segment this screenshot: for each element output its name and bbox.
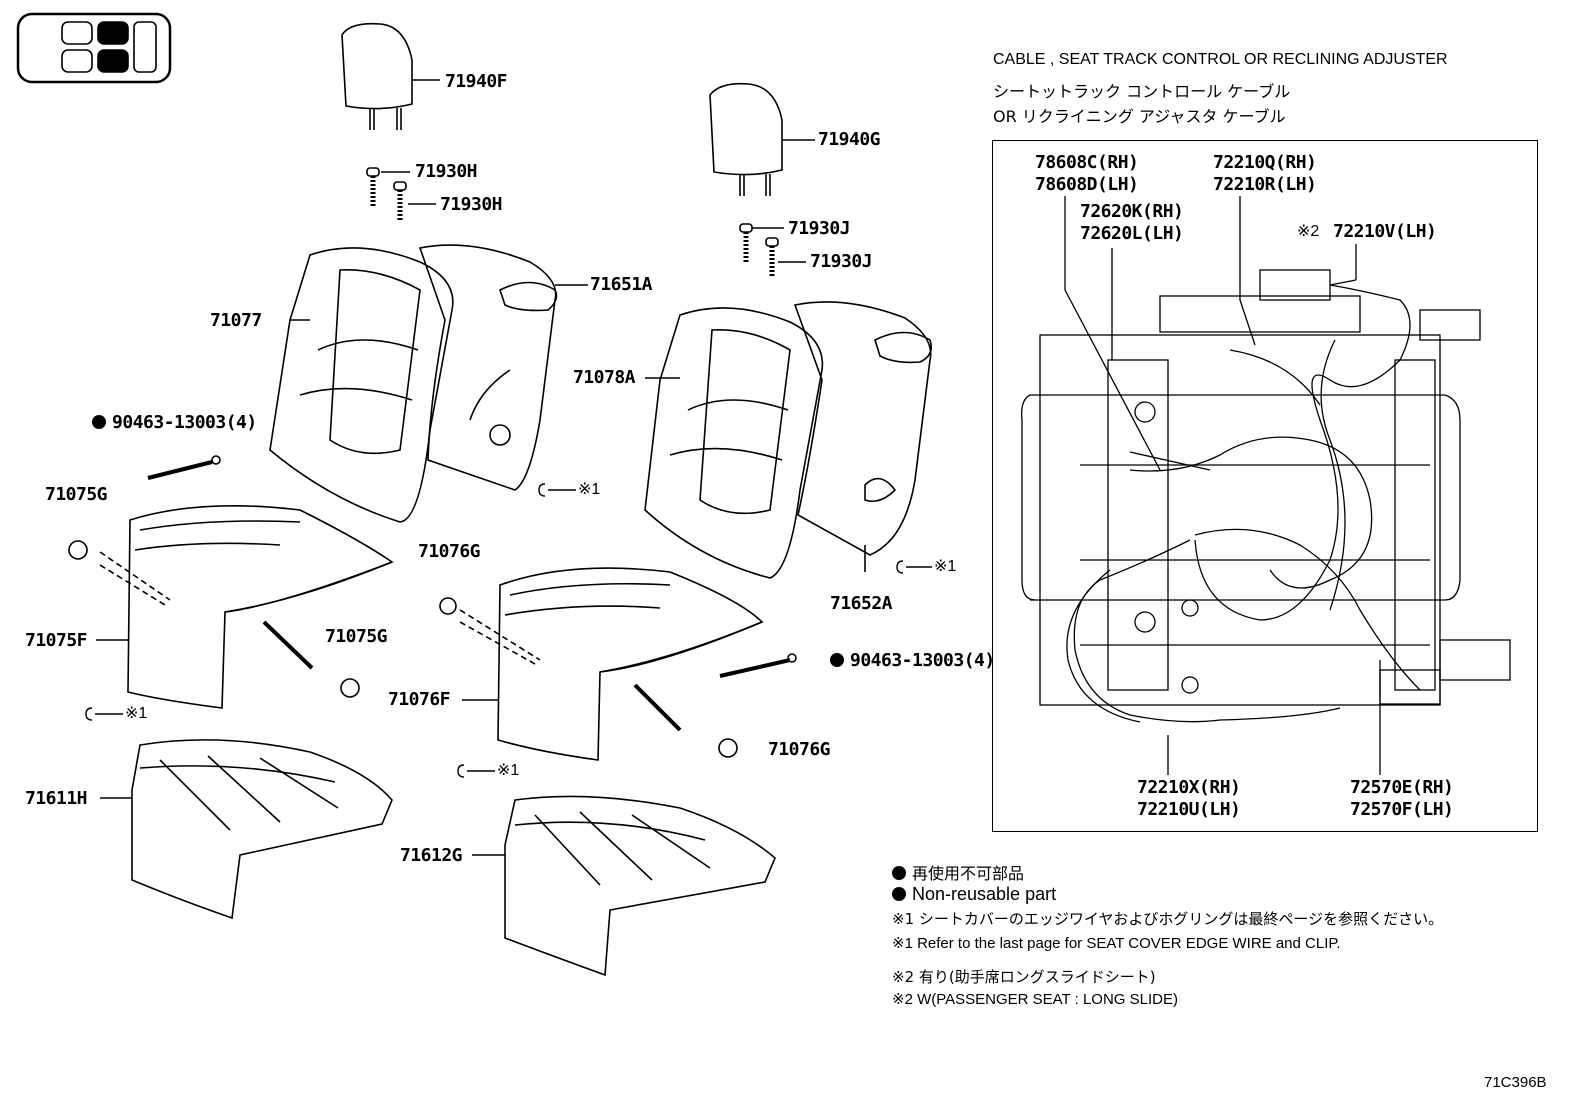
middle-guides [739, 223, 806, 278]
figure-code: 71C396B [1484, 1074, 1547, 1091]
cable-label-72210X: 72210X(RH) [1137, 777, 1241, 798]
clip-mark-glyphs [85, 483, 932, 778]
cable-label-72210R: 72210R(LH) [1213, 174, 1317, 195]
left-guides [366, 167, 436, 222]
legend-note1-en: ※1 Refer to the last page for SEAT COVER… [892, 935, 1341, 952]
part-label-90463-left: 90463-13003(4) [92, 412, 257, 433]
cable-label-72570E: 72570E(RH) [1350, 777, 1454, 798]
cable-label-72210V: 72210V(LH) [1333, 221, 1437, 242]
part-label-71940G: 71940G [818, 129, 881, 150]
part-label-71075G-bottom: 71075G [325, 626, 388, 647]
part-label-71076F: 71076F [388, 689, 451, 710]
left-cushion-pad [100, 739, 393, 920]
part-label-71652A: 71652A [830, 593, 893, 614]
clip-mark-1: ※1 [578, 481, 601, 498]
part-label-71076G-bottom: 71076G [768, 739, 831, 760]
part-label-71077: 71077 [210, 310, 262, 331]
part-label-71612G: 71612G [400, 845, 463, 866]
part-label-71076G-top: 71076G [418, 541, 481, 562]
part-label-71075F: 71075F [25, 630, 88, 651]
cable-header-jp-1: シートットラック コントロール ケーブル [993, 82, 1291, 101]
non-reusable-dot-icon [92, 415, 106, 429]
part-label-71930H-lower: 71930H [440, 194, 503, 215]
legend-dot-icon [892, 866, 906, 880]
legend-note1-jp: ※1 シートカバーのエッジワイヤおよびホグリングは最終ページを参照ください。 [892, 910, 1444, 928]
part-label-71930J-upper: 71930J [788, 218, 851, 239]
legend-non-reusable-jp-text: 再使用不可部品 [912, 864, 1025, 883]
cable-label-72210V-mark: ※2 [1297, 223, 1320, 240]
clip-mark-4: ※1 [497, 762, 520, 779]
part-label-71940F: 71940F [445, 71, 508, 92]
part-label-71930H-upper: 71930H [415, 161, 478, 182]
middle-headrest [709, 82, 815, 196]
middle-seat-cushion [439, 567, 797, 761]
middle-cushion-pad [472, 795, 776, 977]
cable-label-78608C: 78608C(RH) [1035, 152, 1139, 173]
legend-non-reusable-en: Non-reusable part [892, 884, 1056, 905]
left-seatback-frame [418, 244, 588, 491]
part-label-71651A: 71651A [590, 274, 653, 295]
legend-non-reusable-jp: 再使用不可部品 [892, 860, 1024, 884]
part-label-71930J-lower: 71930J [810, 251, 873, 272]
legend-note2-en: ※2 W(PASSENGER SEAT : LONG SLIDE) [892, 991, 1178, 1008]
part-label-71078A: 71078A [573, 367, 636, 388]
cable-label-72620K: 72620K(RH) [1080, 201, 1184, 222]
cable-label-72210U: 72210U(LH) [1137, 799, 1241, 820]
clip-mark-3: ※1 [125, 705, 148, 722]
legend-note2-jp: ※2 有り(助手席ロングスライドシート) [892, 968, 1156, 986]
cable-label-72620L: 72620L(LH) [1080, 223, 1184, 244]
left-headrest [341, 22, 440, 130]
legend-dot-icon [892, 887, 906, 901]
legend-non-reusable-en-text: Non-reusable part [912, 884, 1057, 904]
part-label-90463-left-text: 90463-13003(4) [112, 412, 257, 433]
non-reusable-dot-icon [830, 653, 844, 667]
left-hog-ring-tool [147, 455, 221, 480]
part-label-71075G-top: 71075G [45, 484, 108, 505]
part-label-90463-right-text: 90463-13003(4) [850, 650, 995, 671]
cable-diagram-box [992, 140, 1538, 832]
left-seatback-cover [269, 247, 454, 523]
cable-label-72210Q: 72210Q(RH) [1213, 152, 1317, 173]
cable-header-en: CABLE , SEAT TRACK CONTROL OR RECLINING … [993, 51, 1448, 68]
cable-frame-drawing [1021, 196, 1511, 775]
clip-mark-2: ※1 [934, 558, 957, 575]
part-label-90463-right: 90463-13003(4) [830, 650, 995, 671]
seat-location-icon [16, 12, 172, 84]
cable-label-78608D: 78608D(LH) [1035, 174, 1139, 195]
part-label-71611H: 71611H [25, 788, 88, 809]
cable-label-72570F: 72570F(LH) [1350, 799, 1454, 820]
middle-seatback-frame [793, 301, 933, 572]
middle-seatback-cover [644, 307, 824, 579]
cable-header-jp-2: OR リクライニング アジャスタ ケーブル [993, 107, 1286, 126]
left-seat-cushion [68, 504, 394, 709]
